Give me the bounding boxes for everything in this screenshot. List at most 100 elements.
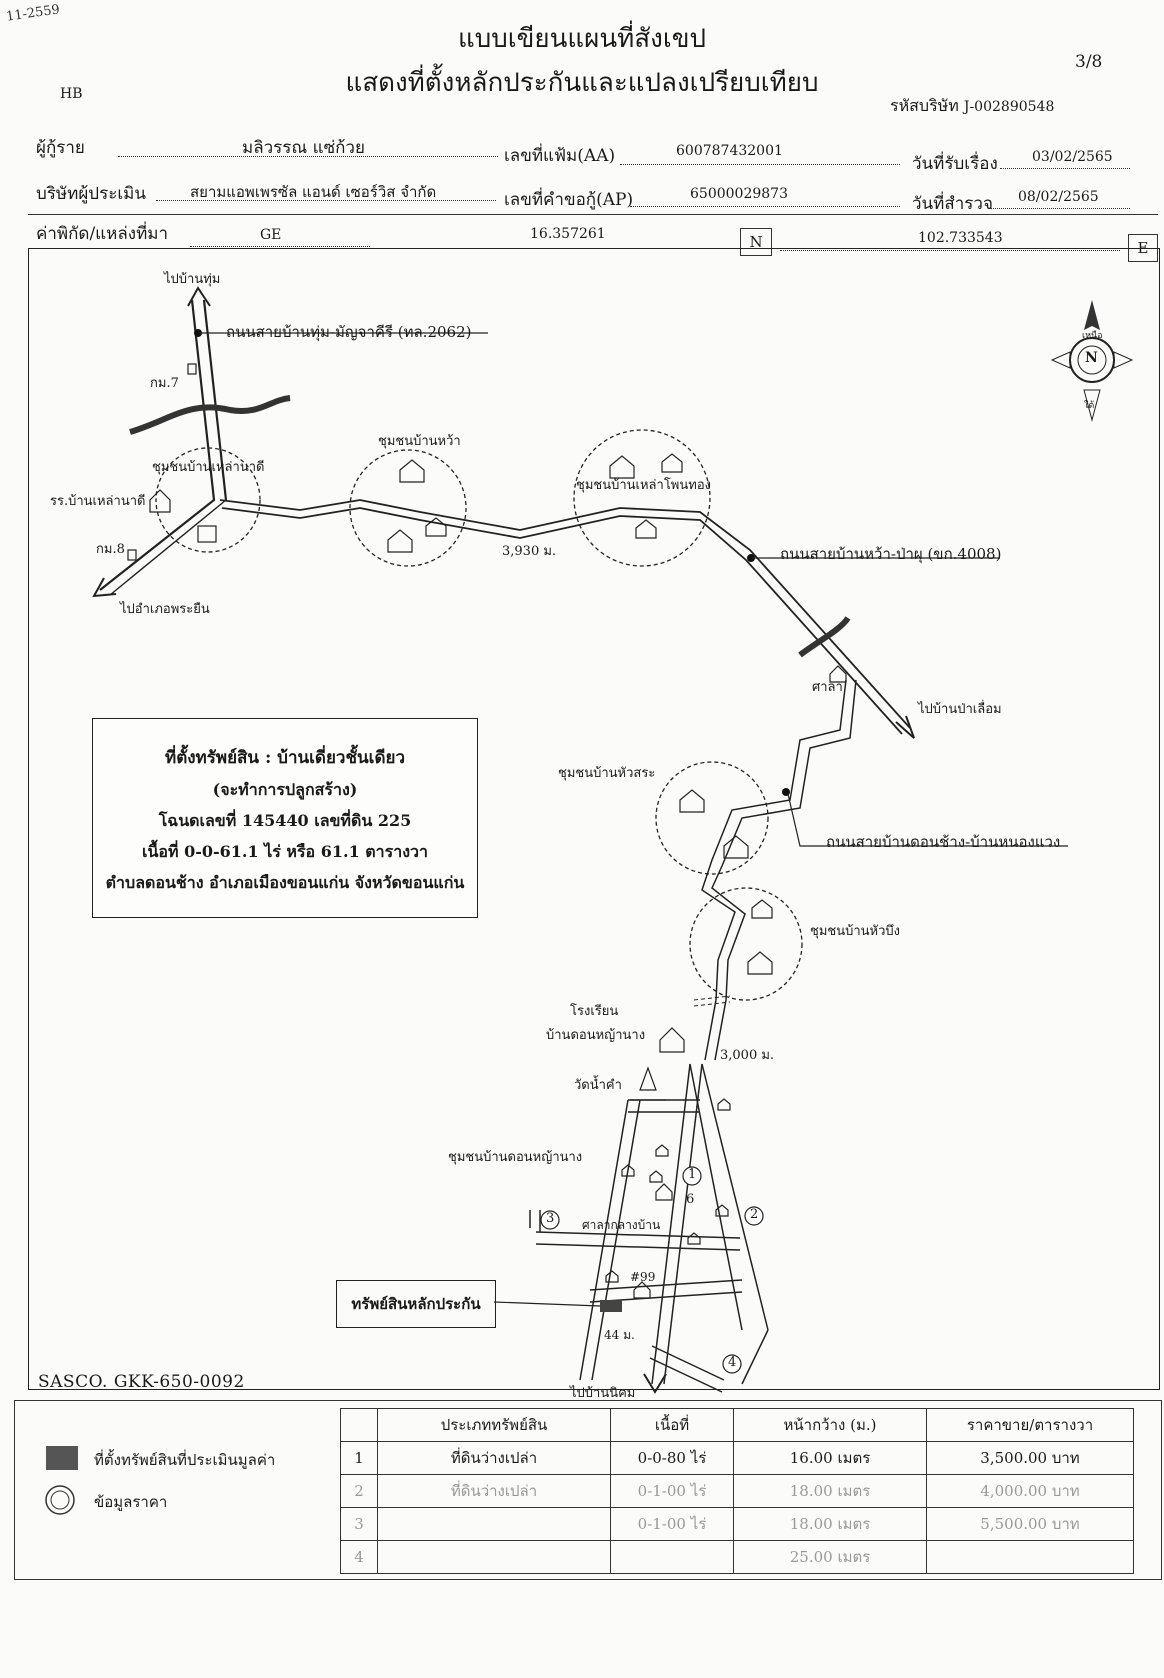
marker-6-label: 6	[686, 1192, 695, 1207]
appraiser-value: สยามแอพเพรซัล แอนด์ เซอร์วิส จำกัด	[190, 183, 437, 201]
house-icon	[425, 517, 447, 537]
latitude-value: 16.357261	[530, 226, 606, 242]
road-4008-b	[221, 507, 903, 735]
lat-unit: N	[740, 228, 772, 256]
temple-icon	[630, 1066, 666, 1101]
label-to-phra-yuen: ไปอำเภอพระยืน	[120, 602, 210, 617]
comparable-table: ประเภททรัพย์สิน เนื้อที่ หน้ากว้าง (ม.) …	[340, 1408, 1134, 1574]
house-icon	[387, 529, 413, 553]
km-post-icon	[187, 363, 197, 375]
house-icon	[715, 1204, 729, 1217]
page-title: แบบเขียนแผนที่สังเขป	[457, 24, 707, 54]
appraiser-label: บริษัทผู้ประเมิน	[36, 184, 146, 204]
house-icon	[679, 789, 705, 813]
label-distance-44: 44 ม.	[604, 1328, 635, 1342]
stream-north	[129, 395, 291, 435]
company-code-label: รหัสบริษัท	[890, 96, 959, 115]
label-temple: วัดน้ำคำ	[574, 1078, 622, 1093]
request-no-label: เลขที่คำขอกู้(AP)	[504, 190, 634, 210]
company-code-value: J-002890548	[963, 99, 1055, 115]
label-road-don-chang: ถนนสายบ้านดอนช้าง-บ้านหนองแวง	[826, 833, 1061, 851]
compass-bottom-label: ใต้	[1084, 401, 1095, 411]
house-icon	[717, 1098, 731, 1111]
row-width: 16.00 เมตร	[733, 1441, 927, 1475]
community-circle-ban-wa	[349, 449, 467, 567]
sasco-code: SASCO. GKK-650-0092	[38, 1372, 245, 1392]
row-area: 0-1-00 ไร่	[610, 1507, 734, 1541]
label-community-ban-wa: ชุมชนบ้านหว้า	[378, 434, 461, 449]
label-distance-3000: 3,000 ม.	[720, 1048, 775, 1063]
label-road-2062: ถนนสายบ้านทุ่ม-มัญจาคีรี (ทล.2062)	[226, 323, 472, 341]
row-area	[610, 1540, 734, 1574]
compass-top-label: เหนือ	[1082, 331, 1103, 341]
property-area: เนื้อที่ 0-0-61.1 ไร่ หรือ 61.1 ตารางวา	[141, 842, 429, 861]
house-icon	[605, 1270, 619, 1283]
marker-2-label: 2	[750, 1207, 759, 1222]
coord-label: ค่าพิกัด/แหล่งที่มา	[36, 224, 169, 244]
row-width: 18.00 เมตร	[733, 1474, 927, 1508]
community-circle-lao-na-di	[155, 447, 261, 553]
comparable-marker-2	[744, 1206, 764, 1226]
company-code: รหัสบริษัท J-002890548	[890, 94, 1054, 119]
row-area: 0-0-80 ไร่	[610, 1441, 734, 1475]
label-community-lao-na-di: ชุมชนบ้านเหล่านาดี	[152, 460, 265, 475]
row-price: 3,500.00 บาท	[926, 1441, 1134, 1475]
community-circle-hua-sra	[655, 761, 769, 875]
row-area: 0-1-00 ไร่	[610, 1474, 734, 1508]
collateral-parcel	[600, 1300, 622, 1312]
road-don-chang-b	[711, 679, 857, 1061]
callout-collateral	[493, 1301, 601, 1307]
row-width: 18.00 เมตร	[733, 1507, 927, 1541]
label-community-don-ya-nang: ชุมชนบ้านดอนหญ้านาง	[448, 1150, 583, 1165]
house-icon	[723, 835, 749, 859]
compass-icon	[1050, 300, 1134, 422]
label-school-line2: บ้านดอนหญ้านาง	[546, 1028, 646, 1043]
row-price: 4,000.00 บาท	[926, 1474, 1134, 1508]
road-2062-left	[99, 299, 216, 591]
corner-initials: HB	[60, 86, 83, 102]
property-deed: โฉนดเลขที่ 145440 เลขที่ดิน 225	[158, 811, 412, 830]
property-info-box: ที่ตั้งทรัพย์สิน : บ้านเดี่ยวชั้นเดียว (…	[92, 718, 478, 918]
coord-source: GE	[260, 227, 282, 243]
table-row: 2 ที่ดินว่างเปล่า 0-1-00 ไร่ 18.00 เมตร …	[340, 1474, 1134, 1508]
page-number: 3/8	[1075, 52, 1103, 72]
house-icon	[609, 455, 635, 479]
legend-frame	[14, 1400, 1162, 1580]
marker-1-label: 1	[688, 1167, 697, 1182]
survey-label: วันที่สำรวจ	[912, 194, 993, 214]
survey-value: 08/02/2565	[1018, 189, 1099, 205]
borrower-label: ผู้กู้ราย	[36, 138, 85, 158]
label-school-line1: โรงเรียน	[570, 1004, 619, 1019]
callout-road-don-chang	[787, 793, 1068, 847]
community-circle-phon-thong	[573, 429, 711, 567]
label-sala-klang-ban: ศาลากลางบ้าน	[582, 1218, 661, 1232]
legend-appraised-icon	[46, 1446, 78, 1470]
page-subtitle: แสดงที่ตั้งหลักประกันและแปลงเปรียบเทียบ	[345, 68, 819, 98]
label-distance-3930: 3,930 ม.	[502, 544, 557, 559]
house-icon	[655, 1144, 669, 1157]
label-road-4008: ถนนสายบ้านหว้า-ป่าผุ (ขก.4008)	[780, 545, 1002, 563]
label-to-pa-luean: ไปบ้านป่าเลื่อม	[918, 702, 1002, 717]
row-no: 2	[340, 1474, 378, 1508]
road-4008-a	[219, 499, 911, 729]
house-icon	[621, 1164, 635, 1177]
label-sala: ศาลา	[812, 680, 843, 695]
community-circle-hua-bueng	[689, 887, 803, 1001]
row-type: ที่ดินว่างเปล่า	[377, 1474, 611, 1508]
sala-icon	[829, 665, 847, 683]
property-location: ที่ตั้งทรัพย์สิน : บ้านเดี่ยวชั้นเดียว	[165, 748, 405, 768]
header-area: เนื้อที่	[610, 1408, 734, 1442]
comparable-marker-4	[722, 1354, 742, 1374]
header-width: หน้ากว้าง (ม.)	[733, 1408, 927, 1442]
house-icon	[649, 1170, 663, 1183]
school-icon	[149, 489, 171, 513]
label-community-hua-bueng: ชุมชนบ้านหัวบึง	[810, 924, 901, 939]
label-community-hua-sra: ชุมชนบ้านหัวสระ	[558, 766, 656, 781]
house-icon	[747, 951, 773, 975]
house-icon	[687, 1232, 701, 1245]
file-no-value: 600787432001	[676, 143, 783, 159]
house-icon	[661, 453, 683, 473]
road-don-chang-a	[701, 679, 847, 1061]
received-label: วันที่รับเรื่อง	[912, 154, 998, 174]
